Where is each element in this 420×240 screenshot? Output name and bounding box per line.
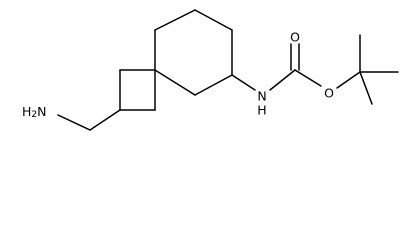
bond <box>194 74 233 96</box>
bond <box>154 9 196 31</box>
bond <box>154 69 196 96</box>
amide-nitrogen-label: N <box>257 89 266 104</box>
bond <box>269 69 296 91</box>
bond <box>359 71 373 105</box>
ester-oxygen-label: O <box>324 86 334 101</box>
cyclobutane-ring <box>119 69 156 111</box>
bond <box>89 109 121 131</box>
amide-hydrogen-label: H <box>257 103 266 118</box>
carbonyl-oxygen-label: O <box>290 30 300 45</box>
amine-label: H2N <box>22 104 47 121</box>
bond <box>336 71 361 89</box>
boc-carbamate-group <box>231 34 399 105</box>
chemical-structure: H2N N H O O <box>22 9 399 131</box>
cyclohexane-ring <box>154 9 233 96</box>
bond <box>231 74 256 91</box>
bond <box>57 114 91 131</box>
bond <box>294 69 322 87</box>
bond <box>194 9 233 31</box>
aminomethyl-group <box>57 109 121 131</box>
